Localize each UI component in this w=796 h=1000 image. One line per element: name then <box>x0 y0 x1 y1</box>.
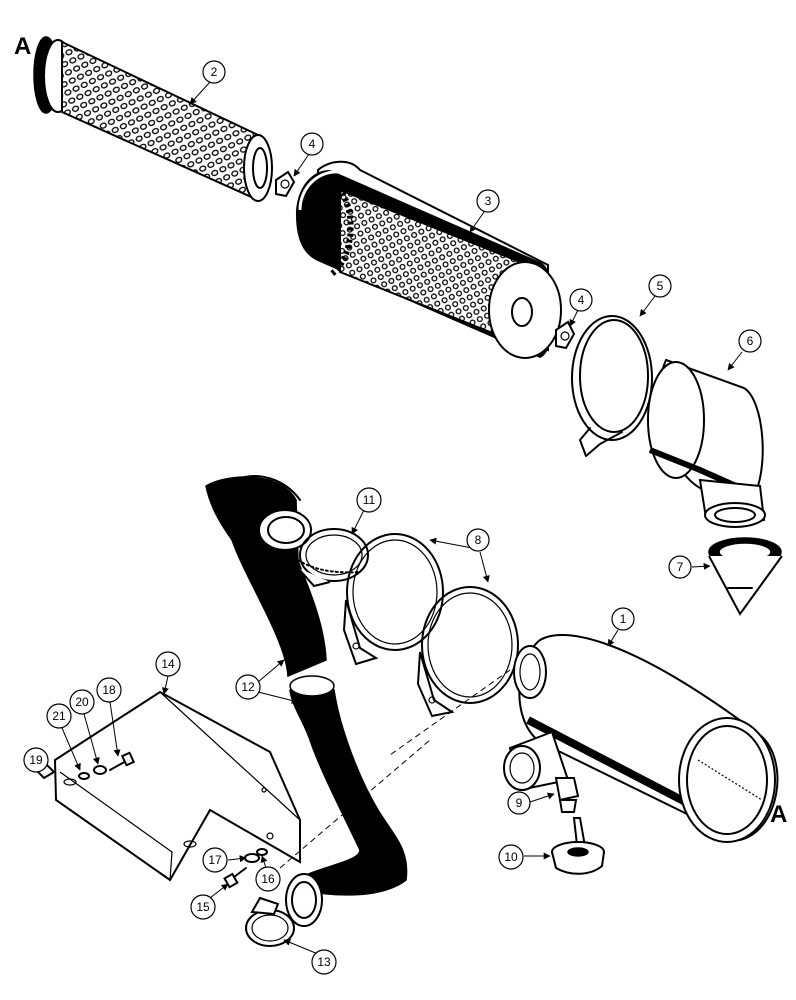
callout-16: 16 <box>261 872 275 886</box>
callout-14: 14 <box>161 657 175 671</box>
callout-8: 8 <box>475 533 482 547</box>
inner-filter-element <box>33 36 273 202</box>
wing-nut-upper <box>275 170 296 198</box>
callout-4-lower: 4 <box>578 293 585 307</box>
restriction-indicator <box>551 817 605 875</box>
callout-2: 2 <box>211 65 218 79</box>
callout-7: 7 <box>677 560 684 574</box>
hose-lower <box>285 675 408 927</box>
mounting-band-right <box>416 586 519 718</box>
callout-21: 21 <box>52 709 66 723</box>
callout-18: 18 <box>102 683 116 697</box>
callout-13: 13 <box>317 955 331 969</box>
wing-nut-lower <box>555 320 576 350</box>
hardware-bolts-washers <box>34 751 268 889</box>
callout-17: 17 <box>208 853 222 867</box>
air-cleaner-housing <box>503 634 779 843</box>
mounting-band-left <box>342 533 444 666</box>
air-cleaner-cover <box>647 358 766 528</box>
mounting-bracket <box>53 690 301 882</box>
callouts: 1 2 3 4 4 5 6 7 8 9 <box>23 60 762 975</box>
reference-letter-a-top: A <box>14 33 31 60</box>
callout-9: 9 <box>516 796 523 810</box>
callout-1: 1 <box>620 612 627 626</box>
hose-upper <box>205 475 327 678</box>
dust-valve <box>708 537 783 616</box>
callout-15: 15 <box>196 900 210 914</box>
reference-letter-a-bottom: A <box>770 801 787 828</box>
outer-filter-element <box>296 160 562 359</box>
callout-10: 10 <box>504 850 518 864</box>
drain-fitting <box>554 777 580 813</box>
hose-clamp-upper <box>297 528 369 588</box>
hose-clamp-lower <box>245 896 295 947</box>
callout-4-upper: 4 <box>309 137 316 151</box>
callout-12: 12 <box>241 680 255 694</box>
callout-6: 6 <box>747 334 754 348</box>
band-clamp <box>571 315 653 457</box>
callout-3: 3 <box>485 194 492 208</box>
callout-5: 5 <box>657 279 664 293</box>
callout-11: 11 <box>363 493 376 507</box>
callout-19: 19 <box>29 753 43 767</box>
callout-20: 20 <box>75 695 89 709</box>
